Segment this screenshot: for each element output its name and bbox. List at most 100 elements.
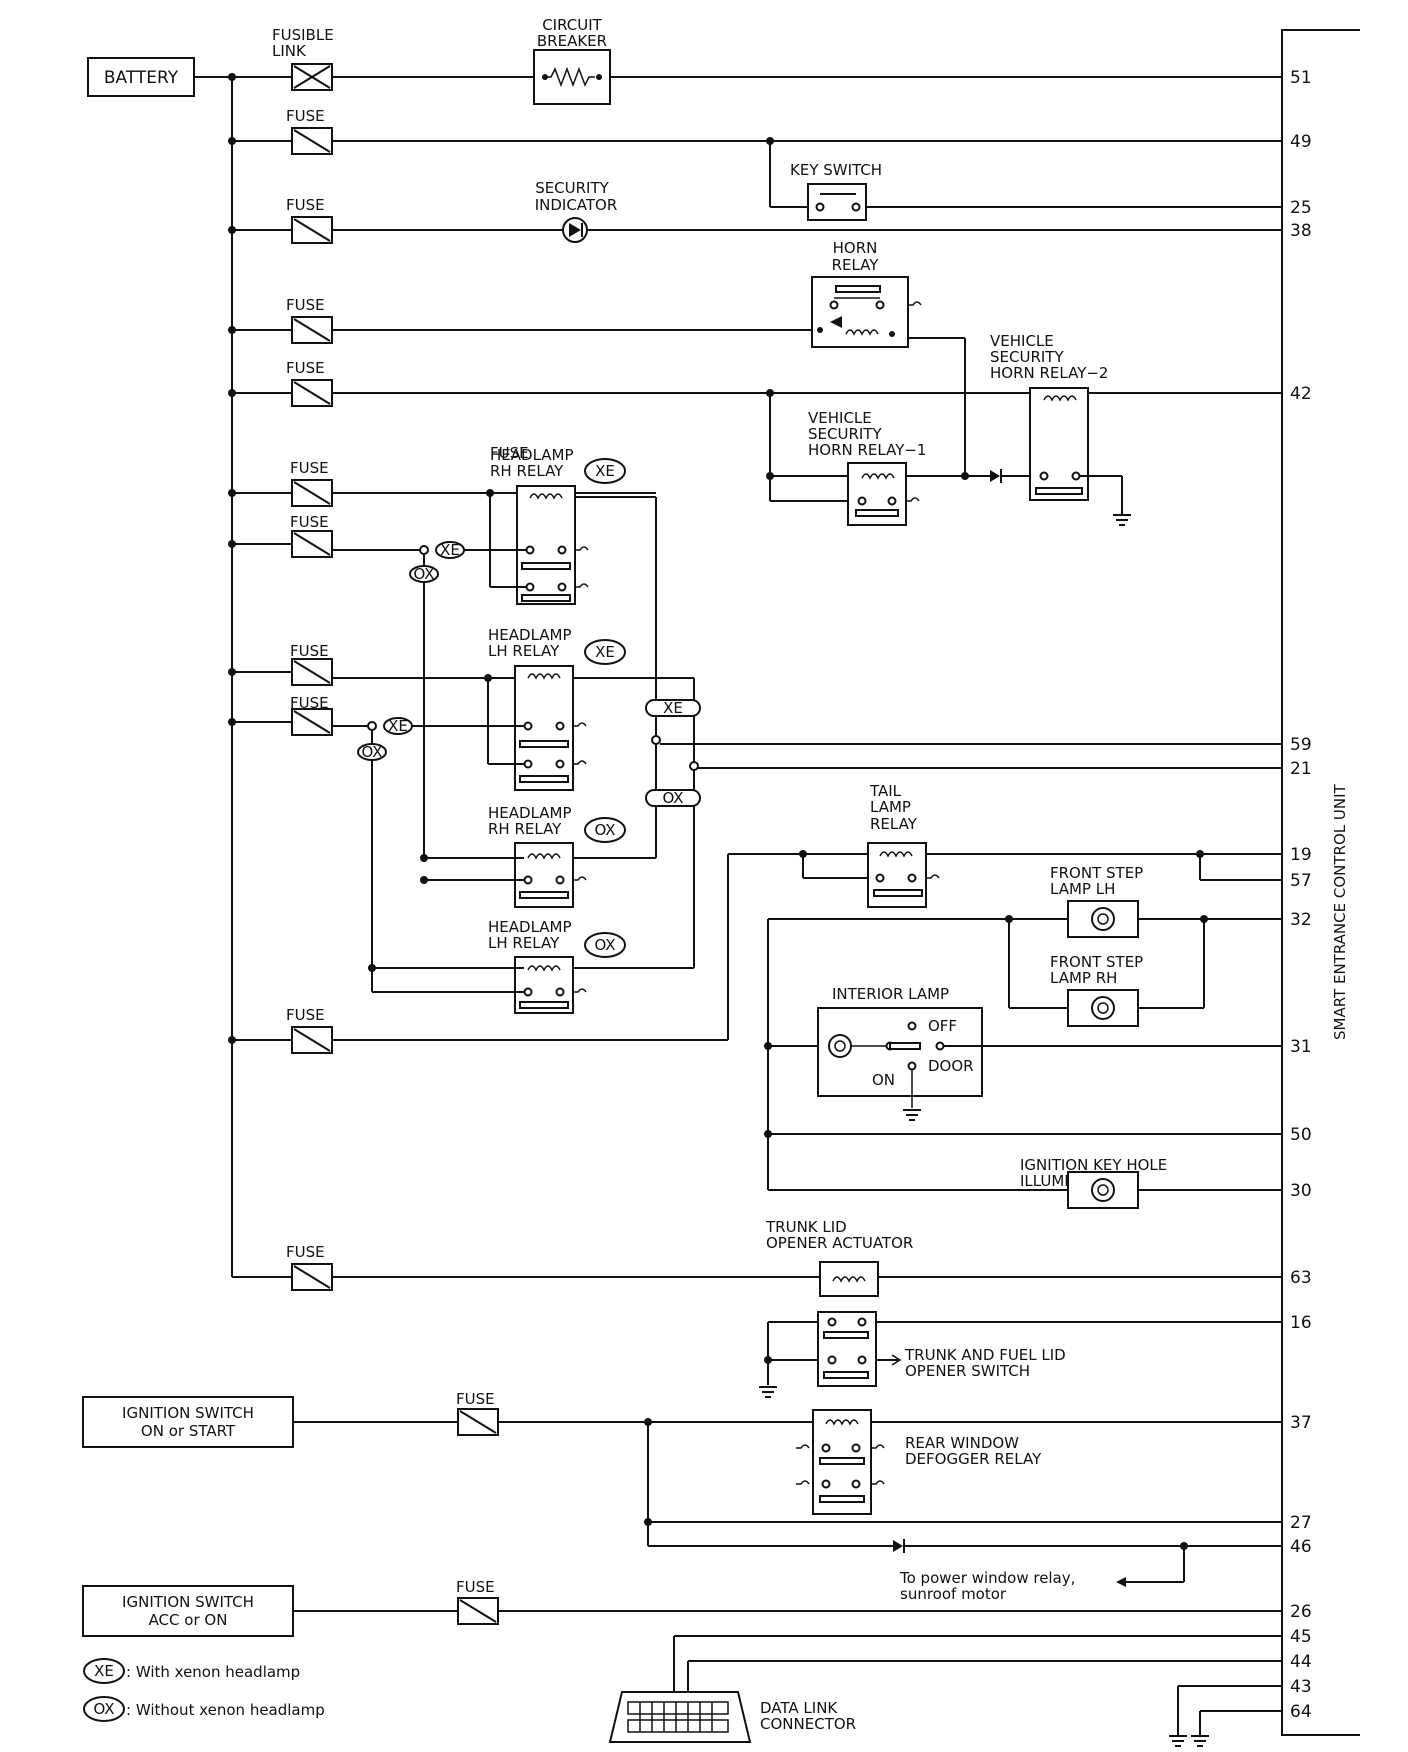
pin-59: 59	[1290, 735, 1312, 755]
svg-text:OX: OX	[93, 1700, 114, 1718]
headlamp-lh-ox-label-1: HEADLAMP	[488, 918, 572, 936]
tail-lamp-relay-label-2: LAMP	[870, 798, 911, 816]
fusible-link	[291, 63, 333, 91]
pin-37: 37	[1290, 1413, 1312, 1433]
front-step-rh-label-2: LAMP RH	[1050, 969, 1117, 987]
fuse-hl-rh-2	[291, 530, 333, 558]
vs-horn-relay-1	[847, 462, 920, 526]
data-link-label-2: CONNECTOR	[760, 1715, 856, 1733]
ox-tag: OX	[357, 743, 387, 761]
fuse-label: FUSE	[286, 296, 325, 314]
security-indicator	[562, 217, 588, 243]
trunk-fuel-lid-opener-switch	[817, 1311, 877, 1387]
pin-51: 51	[1290, 68, 1312, 88]
trunk-actuator-label-1: TRUNK LID	[765, 1218, 847, 1236]
ign-key-hole-label-1: IGNITION KEY HOLE	[1020, 1156, 1167, 1174]
fuse-label: FUSE	[290, 513, 329, 531]
vs-relay-2-label-1: VEHICLE	[990, 332, 1054, 350]
ox-tag: OX	[584, 817, 626, 843]
pin-16: 16	[1290, 1313, 1312, 1333]
fuse-49	[291, 127, 333, 155]
circuit-breaker-label-2: BREAKER	[537, 32, 607, 50]
vs-relay-1-label-2: SECURITY	[808, 425, 882, 443]
front-step-lamp-lh	[1067, 900, 1139, 938]
key-switch	[807, 183, 867, 221]
ox-junction-tag: OX	[645, 789, 701, 807]
fuse-label: FUSE	[286, 107, 325, 125]
pin-21: 21	[1290, 759, 1312, 779]
trunk-actuator-label-2: OPENER ACTUATOR	[766, 1234, 913, 1252]
fuse-42	[291, 379, 333, 407]
fuse-label: FUSE	[286, 196, 325, 214]
ground-symbol	[1168, 1735, 1188, 1747]
pin-42: 42	[1290, 384, 1312, 404]
security-indicator-label-2: INDICATOR	[535, 196, 618, 214]
front-step-rh-label-1: FRONT STEP	[1050, 953, 1143, 971]
front-step-lh-label-2: LAMP LH	[1050, 880, 1115, 898]
pin-63: 63	[1290, 1268, 1312, 1288]
defogger-relay-label-2: DEFOGGER RELAY	[905, 1450, 1042, 1468]
headlamp-rh-relay-ox	[514, 842, 574, 908]
front-step-lh-label-1: FRONT STEP	[1050, 864, 1143, 882]
ground-symbol	[902, 1109, 922, 1121]
pin-32: 32	[1290, 910, 1312, 930]
headlamp-lh-relay-xe	[514, 665, 574, 791]
defogger-relay-label-1: REAR WINDOW	[905, 1434, 1019, 1452]
svg-text:XE: XE	[595, 462, 615, 480]
legend-xe-text: : With xenon headlamp	[126, 1663, 300, 1681]
security-indicator-label-1: SECURITY	[535, 179, 609, 197]
legend-ox-text: : Without xenon headlamp	[126, 1701, 325, 1719]
data-link-label-1: DATA LINK	[760, 1699, 838, 1717]
front-step-lamp-rh	[1067, 989, 1139, 1027]
headlamp-lh-relay-ox	[514, 956, 574, 1014]
ign-on-start-line1: IGNITION SWITCH	[122, 1404, 254, 1422]
svg-text:XE: XE	[94, 1662, 114, 1680]
fuse-acc	[457, 1597, 499, 1625]
fuse-trunk	[291, 1263, 333, 1291]
trunk-lid-opener-actuator	[819, 1261, 879, 1297]
svg-text:XE: XE	[663, 699, 683, 717]
legend-ox: OX : Without xenon headlamp	[83, 1696, 325, 1722]
legend-xe: XE : With xenon headlamp	[83, 1658, 300, 1684]
control-unit-outline	[1281, 29, 1360, 1736]
battery-box: BATTERY	[87, 57, 195, 97]
interior-lamp-label: INTERIOR LAMP	[832, 985, 949, 1003]
xe-tag: XE	[584, 639, 626, 665]
pin-46: 46	[1290, 1537, 1312, 1557]
pin-19: 19	[1290, 845, 1312, 865]
pin-64: 64	[1290, 1702, 1312, 1722]
headlamp-rh-ox-label-2: RH RELAY	[488, 820, 562, 838]
pin-numbers: 51 49 25 38 42 59 21 19 57 32 31 50 30 6…	[1290, 68, 1312, 1722]
svg-text:OX: OX	[413, 565, 434, 583]
data-link-connector	[608, 1691, 752, 1743]
fusible-link-label-1: FUSIBLE	[272, 26, 334, 44]
pin-45: 45	[1290, 1627, 1312, 1647]
horn-relay-label-1: HORN	[833, 239, 878, 257]
pin-31: 31	[1290, 1037, 1312, 1057]
horn-relay-label-2: RELAY	[832, 256, 880, 274]
fuse-label: FUSE	[290, 459, 329, 477]
ign-acc-on-line1: IGNITION SWITCH	[122, 1593, 254, 1611]
svg-text:OX: OX	[594, 936, 615, 954]
fusible-link-label-2: LINK	[272, 42, 307, 60]
vs-relay-2-label-3: HORN RELAY−2	[990, 364, 1108, 382]
fuse-tail	[291, 1026, 333, 1054]
tail-lamp-relay	[867, 842, 927, 908]
ign-on-start-line2: ON or START	[141, 1422, 236, 1440]
battery-label: BATTERY	[104, 68, 179, 88]
headlamp-rh-relay-xe	[516, 485, 576, 605]
circuit-breaker	[533, 49, 611, 105]
pin-26: 26	[1290, 1602, 1312, 1622]
svg-text:OX: OX	[361, 743, 382, 761]
interior-door-label: DOOR	[928, 1057, 974, 1075]
ignition-key-hole-illumination	[1067, 1171, 1139, 1209]
svg-text:OX: OX	[662, 789, 683, 807]
trunk-switch-label-2: OPENER SWITCH	[905, 1362, 1030, 1380]
ignition-switch-acc-on-box: IGNITION SWITCH ACC or ON	[82, 1585, 294, 1637]
horn-relay	[811, 276, 922, 348]
ignition-switch-on-start-box: IGNITION SWITCH ON or START	[82, 1396, 294, 1448]
svg-text:XE: XE	[595, 643, 615, 661]
vs-relay-1-label-3: HORN RELAY−1	[808, 441, 926, 459]
headlamp-rh-xe-label-2: RH RELAY	[490, 462, 564, 480]
